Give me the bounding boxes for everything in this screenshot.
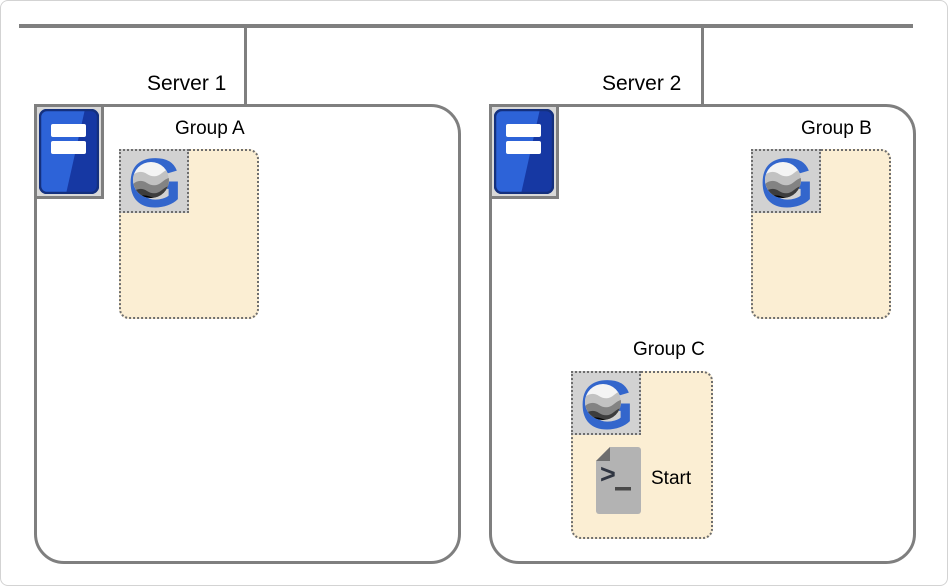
- network-bus-line: [19, 24, 913, 28]
- group-b-label: Group B: [801, 118, 872, 139]
- server-icon[interactable]: [489, 104, 559, 199]
- group-c-label: Group C: [633, 339, 705, 360]
- start-resource-label: Start: [651, 468, 692, 489]
- svg-text:>: >: [600, 459, 616, 489]
- server-icon[interactable]: [34, 104, 104, 199]
- group-logo-icon[interactable]: G: [751, 149, 821, 213]
- group-a-label: Group A: [175, 118, 245, 139]
- script-icon[interactable]: >: [596, 447, 641, 514]
- server2-label: Server 2: [602, 72, 682, 95]
- server1-label: Server 1: [147, 72, 227, 95]
- server1-connector-line: [244, 26, 247, 104]
- group-logo-icon[interactable]: G: [571, 371, 641, 435]
- server2-connector-line: [701, 26, 704, 104]
- group-logo-icon[interactable]: G: [119, 149, 189, 213]
